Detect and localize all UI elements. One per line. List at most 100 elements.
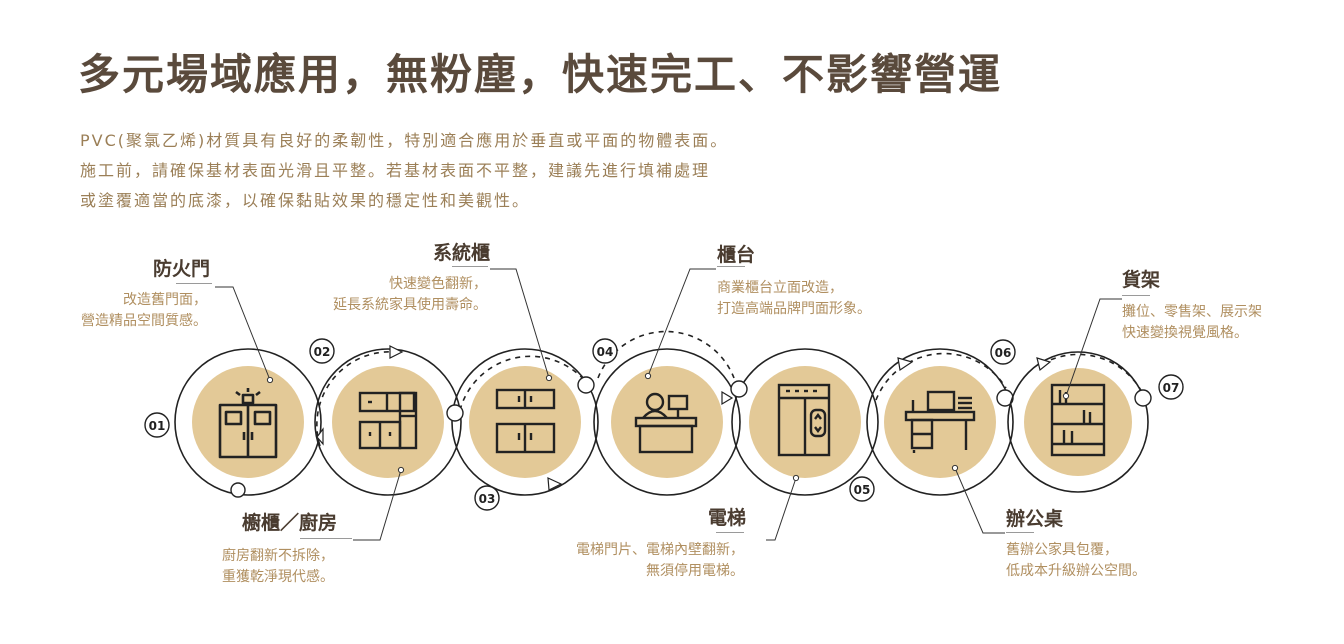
item-06-outer-ring [866, 348, 1014, 496]
item-03-number: 03 [479, 492, 496, 506]
item-01-number-ring [144, 412, 170, 438]
item-04-desc-line: 商業櫃台立面改造， [717, 280, 843, 296]
item-07-label: 貨架 [1122, 269, 1161, 291]
connector-02 [353, 469, 402, 541]
office-desk-icon [904, 390, 976, 453]
item-04-label: 櫃台 [717, 244, 756, 266]
item-01-diagram [174, 348, 322, 498]
item-02-dashed-arc [316, 351, 396, 447]
item-06-underline [1006, 532, 1034, 533]
item-06-label: 辦公桌 [1006, 508, 1064, 530]
item-05-desc: 電梯門片、電梯內壁翻新， 無須停用電梯。 [576, 540, 744, 582]
item-05-label: 電梯 [707, 507, 746, 529]
item-06-number: 06 [995, 346, 1012, 360]
item-06-diagram [866, 339, 1016, 496]
item-02-desc-line: 重獲乾淨現代感。 [222, 569, 334, 585]
item-03-disc [469, 366, 581, 478]
item-03-number-ring [474, 485, 500, 511]
item-04-desc: 商業櫃台立面改造， 打造高端品牌門面形象。 [717, 278, 871, 320]
item-06-desc: 舊辦公家具包覆， 低成本升級辦公空間。 [1006, 540, 1146, 582]
item-05-desc-line: 無須停用電梯。 [646, 563, 744, 579]
kitchen-cabinet-icon [358, 391, 418, 450]
item-02-label: 櫥櫃／廚房 [242, 512, 338, 534]
item-04-underline [717, 266, 745, 267]
item-01-underline [176, 283, 212, 284]
item-02-desc: 廚房翻新不拆除， 重獲乾淨現代感。 [222, 546, 334, 588]
connector-04 [647, 268, 716, 377]
item-07-arrow [1036, 357, 1052, 372]
item-01-desc-line: 改造舊門面， [123, 292, 207, 308]
item-07-desc-line: 快速變換視覺風格。 [1122, 325, 1248, 341]
reception-counter-icon [634, 392, 698, 454]
item-07-desc: 攤位、零售架、展示架 快速變換視覺風格。 [1122, 302, 1262, 344]
item-06-arrow [897, 357, 914, 372]
item-03-node-right [577, 376, 595, 394]
item-03-node-left [446, 404, 464, 422]
connector-06 [954, 467, 1005, 534]
connector-07 [1065, 298, 1122, 397]
elevator-icon [777, 383, 831, 457]
item-07-desc-line: 攤位、零售架、展示架 [1122, 304, 1262, 320]
item-06-disc [884, 366, 996, 478]
connector-endpoints [266, 372, 1070, 482]
fire-door-icon [218, 388, 278, 459]
item-05-number: 05 [854, 483, 871, 497]
item-01-number: 01 [149, 419, 166, 433]
intro-text: PVC(聚氯乙烯)材質具有良好的柔韌性，特別適合應用於垂直或平面的物體表面。 施… [80, 126, 728, 216]
item-01-outer-ring [174, 348, 322, 496]
item-04-diagram [592, 330, 741, 496]
item-02-number-ring [309, 338, 335, 364]
item-07-number-ring [1158, 374, 1184, 400]
item-07-outer-ring [1007, 351, 1149, 493]
item-05-outer-ring [731, 348, 879, 496]
item-05-number-ring [849, 476, 875, 502]
item-01-node [230, 482, 246, 498]
item-07-node [1134, 389, 1152, 407]
item-04-disc [611, 366, 723, 478]
item-06-desc-line: 舊辦公家具包覆， [1006, 542, 1118, 558]
item-01-desc-line: 營造精品空間質感。 [81, 313, 207, 329]
item-02-arrow [316, 427, 324, 446]
system-cabinet-icon [495, 388, 556, 454]
item-02-outer-ring [314, 348, 462, 496]
item-02-desc-line: 廚房翻新不拆除， [222, 548, 334, 564]
item-02-arrow-top [389, 345, 404, 359]
item-05-diagram [730, 348, 879, 502]
item-06-desc-line: 低成本升級辦公空間。 [1006, 563, 1146, 579]
item-06-dashed-arc [875, 352, 1007, 401]
item-03-dashed-arc [457, 355, 587, 421]
item-03-arrow [547, 477, 563, 491]
item-01-label: 防火門 [152, 258, 210, 280]
item-03-outer-ring [451, 348, 599, 496]
item-04-number-ring [592, 338, 618, 364]
item-07-diagram [1007, 351, 1184, 493]
item-07-underline [1122, 295, 1150, 296]
item-04-number: 04 [597, 345, 614, 359]
item-07-number: 07 [1163, 381, 1180, 395]
item-02-diagram [309, 338, 462, 496]
item-03-desc-line: 延長系統家具使用壽命。 [333, 297, 487, 313]
item-03-desc: 快速變色翻新， 延長系統家具使用壽命。 [333, 274, 487, 316]
item-04-desc-line: 打造高端品牌門面形象。 [717, 301, 871, 317]
item-05-underline [716, 532, 744, 533]
item-06-number-ring [990, 339, 1016, 365]
item-05-node [730, 380, 748, 398]
connector-01 [215, 286, 271, 381]
item-04-outer-ring [593, 348, 741, 496]
item-03-label: 系統櫃 [432, 242, 490, 264]
intro-line: 施工前，請確保基材表面光滑且平整。若基材表面不平整，建議先進行填補處理 [80, 161, 711, 180]
item-02-underline [300, 538, 352, 539]
intro-line: PVC(聚氯乙烯)材質具有良好的柔韌性，特別適合應用於垂直或平面的物體表面。 [80, 131, 729, 150]
connector-lines [215, 268, 1122, 541]
intro-line: 或塗覆適當的底漆，以確保黏貼效果的穩定性和美觀性。 [80, 191, 531, 210]
connector-03 [490, 268, 550, 379]
item-03-underline [452, 266, 488, 267]
item-01-desc: 改造舊門面， 營造精品空間質感。 [81, 290, 207, 332]
item-06-node [996, 389, 1014, 407]
page-title: 多元場域應用，無粉塵，快速完工、不影響營運 [78, 50, 1003, 99]
item-03-desc-line: 快速變色翻新， [389, 276, 487, 292]
item-02-number: 02 [314, 345, 331, 359]
item-05-desc-line: 電梯門片、電梯內壁翻新， [576, 542, 744, 558]
